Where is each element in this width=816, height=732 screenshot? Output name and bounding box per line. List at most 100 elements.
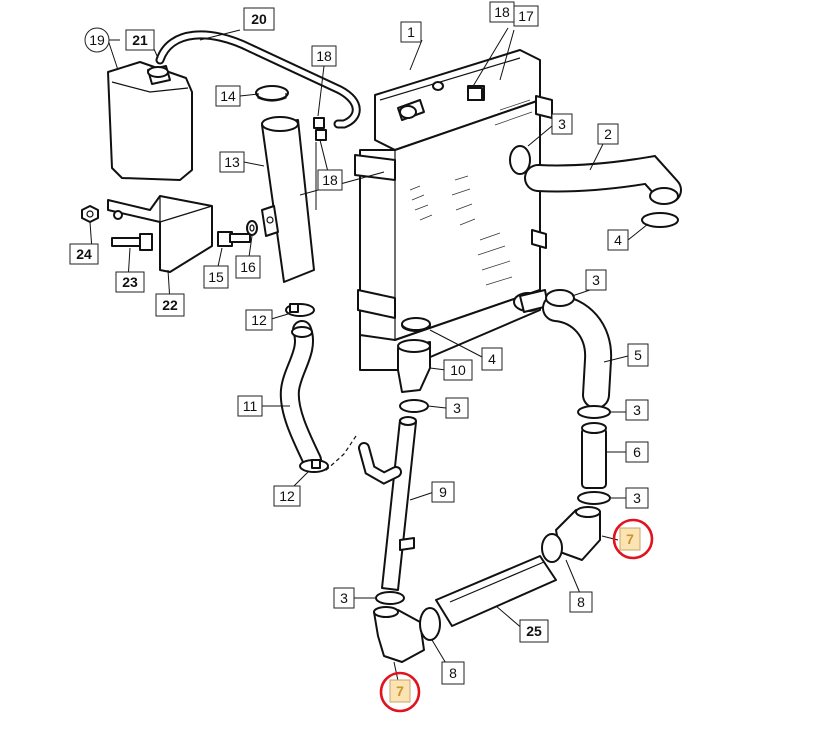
svg-text:13: 13 — [224, 154, 240, 170]
pipe-9 — [381, 416, 417, 591]
label-23: 23 — [115, 271, 145, 293]
label-5: 5 — [627, 343, 649, 367]
label-25: 25 — [519, 619, 549, 643]
svg-text:8: 8 — [449, 665, 457, 681]
label-18-mid: 18 — [311, 45, 337, 67]
expansion-tank — [107, 61, 193, 181]
bolt-23 — [111, 233, 153, 251]
svg-text:18: 18 — [316, 48, 332, 64]
svg-text:3: 3 — [340, 590, 348, 606]
label-3-pipe9: 3 — [445, 397, 469, 419]
label-14: 14 — [215, 85, 241, 107]
svg-text:10: 10 — [450, 362, 466, 378]
clip-4-lower — [401, 317, 431, 331]
clip-12-lower — [299, 459, 329, 473]
label-6: 6 — [625, 441, 649, 463]
radiator — [354, 49, 553, 371]
bolt-15 — [217, 231, 251, 247]
svg-text:3: 3 — [558, 116, 566, 132]
hose-fitting-18 — [313, 87, 483, 141]
nut-24 — [81, 205, 99, 223]
label-18-low: 18 — [317, 169, 343, 191]
label-10: 10 — [443, 359, 473, 381]
label-4-center: 4 — [481, 347, 503, 371]
label-8-right: 8 — [569, 591, 593, 613]
svg-text:17: 17 — [518, 8, 534, 24]
svg-text:20: 20 — [251, 11, 267, 27]
radiator-core-hatching — [409, 99, 533, 286]
svg-text:11: 11 — [243, 398, 258, 414]
label-4-right: 4 — [607, 229, 629, 251]
clip-4-hose2 — [641, 212, 679, 228]
svg-text:12: 12 — [279, 488, 295, 504]
hose-25 — [435, 555, 557, 627]
svg-text:18: 18 — [322, 172, 338, 188]
label-12-top: 12 — [245, 309, 273, 331]
washer-16 — [246, 220, 258, 236]
svg-text:23: 23 — [122, 274, 138, 290]
clip-8-left — [419, 607, 441, 641]
label-22: 22 — [155, 293, 185, 317]
label-20: 20 — [243, 7, 275, 31]
svg-text:21: 21 — [132, 32, 148, 48]
overflow-hose — [155, 30, 361, 129]
clip-3-pipe9-bottom — [375, 591, 405, 605]
svg-text:3: 3 — [592, 272, 600, 288]
label-11: 11 — [237, 395, 263, 417]
svg-text:25: 25 — [526, 623, 542, 639]
svg-text:24: 24 — [76, 246, 92, 262]
label-9: 9 — [431, 481, 455, 503]
svg-text:3: 3 — [633, 402, 641, 418]
svg-text:18: 18 — [494, 4, 510, 20]
svg-text:9: 9 — [439, 484, 447, 500]
label-21: 21 — [125, 29, 155, 51]
svg-text:14: 14 — [220, 88, 236, 104]
hose-11 — [279, 320, 322, 470]
svg-text:4: 4 — [614, 232, 622, 248]
outlet-elbow-10 — [397, 318, 431, 393]
label-8-left: 8 — [441, 661, 465, 685]
bypass-pipe — [323, 435, 402, 485]
label-7-right: 7 — [619, 527, 641, 551]
label-3-top: 3 — [551, 113, 573, 135]
svg-text:2: 2 — [604, 126, 612, 142]
clip-3-hose5-top — [545, 289, 575, 307]
tank-bracket — [107, 195, 213, 273]
hose-2 — [524, 154, 682, 205]
filler-cap — [255, 85, 289, 102]
svg-text:4: 4 — [488, 351, 496, 367]
label-13: 13 — [219, 151, 245, 173]
svg-text:12: 12 — [251, 312, 267, 328]
label-3-pipe6-bottom: 3 — [625, 487, 649, 509]
highlight-ring-7-left — [379, 671, 421, 713]
svg-text:6: 6 — [633, 444, 641, 460]
clip-8-right — [541, 533, 563, 563]
highlight-ring-7-right — [612, 518, 654, 560]
label-3-bottom-left: 3 — [333, 587, 355, 609]
elbow-7-left — [373, 606, 425, 663]
svg-text:8: 8 — [577, 594, 585, 610]
label-24: 24 — [69, 243, 99, 265]
clip-3-pipe9-top — [399, 399, 429, 413]
label-16: 16 — [235, 255, 261, 279]
clip-12-upper — [285, 303, 315, 317]
label-7-left: 7 — [389, 679, 411, 703]
svg-text:3: 3 — [453, 400, 461, 416]
label-1: 1 — [400, 21, 422, 43]
clip-3-pipe6-bottom — [577, 491, 611, 505]
svg-text:16: 16 — [240, 259, 256, 275]
label-12-bottom: 12 — [273, 485, 301, 507]
label-3-pipe6-top: 3 — [625, 399, 649, 421]
pipe-6 — [581, 422, 607, 489]
svg-text:3: 3 — [633, 490, 641, 506]
elbow-7-right — [555, 506, 601, 561]
label-3-hose5: 3 — [585, 269, 607, 291]
svg-text:15: 15 — [208, 269, 224, 285]
hose-5 — [542, 294, 613, 409]
label-17: 17 — [513, 5, 539, 27]
label-19: 19 — [84, 27, 110, 53]
svg-text:7: 7 — [396, 683, 404, 699]
svg-text:1: 1 — [407, 24, 415, 40]
label-2: 2 — [597, 123, 619, 145]
